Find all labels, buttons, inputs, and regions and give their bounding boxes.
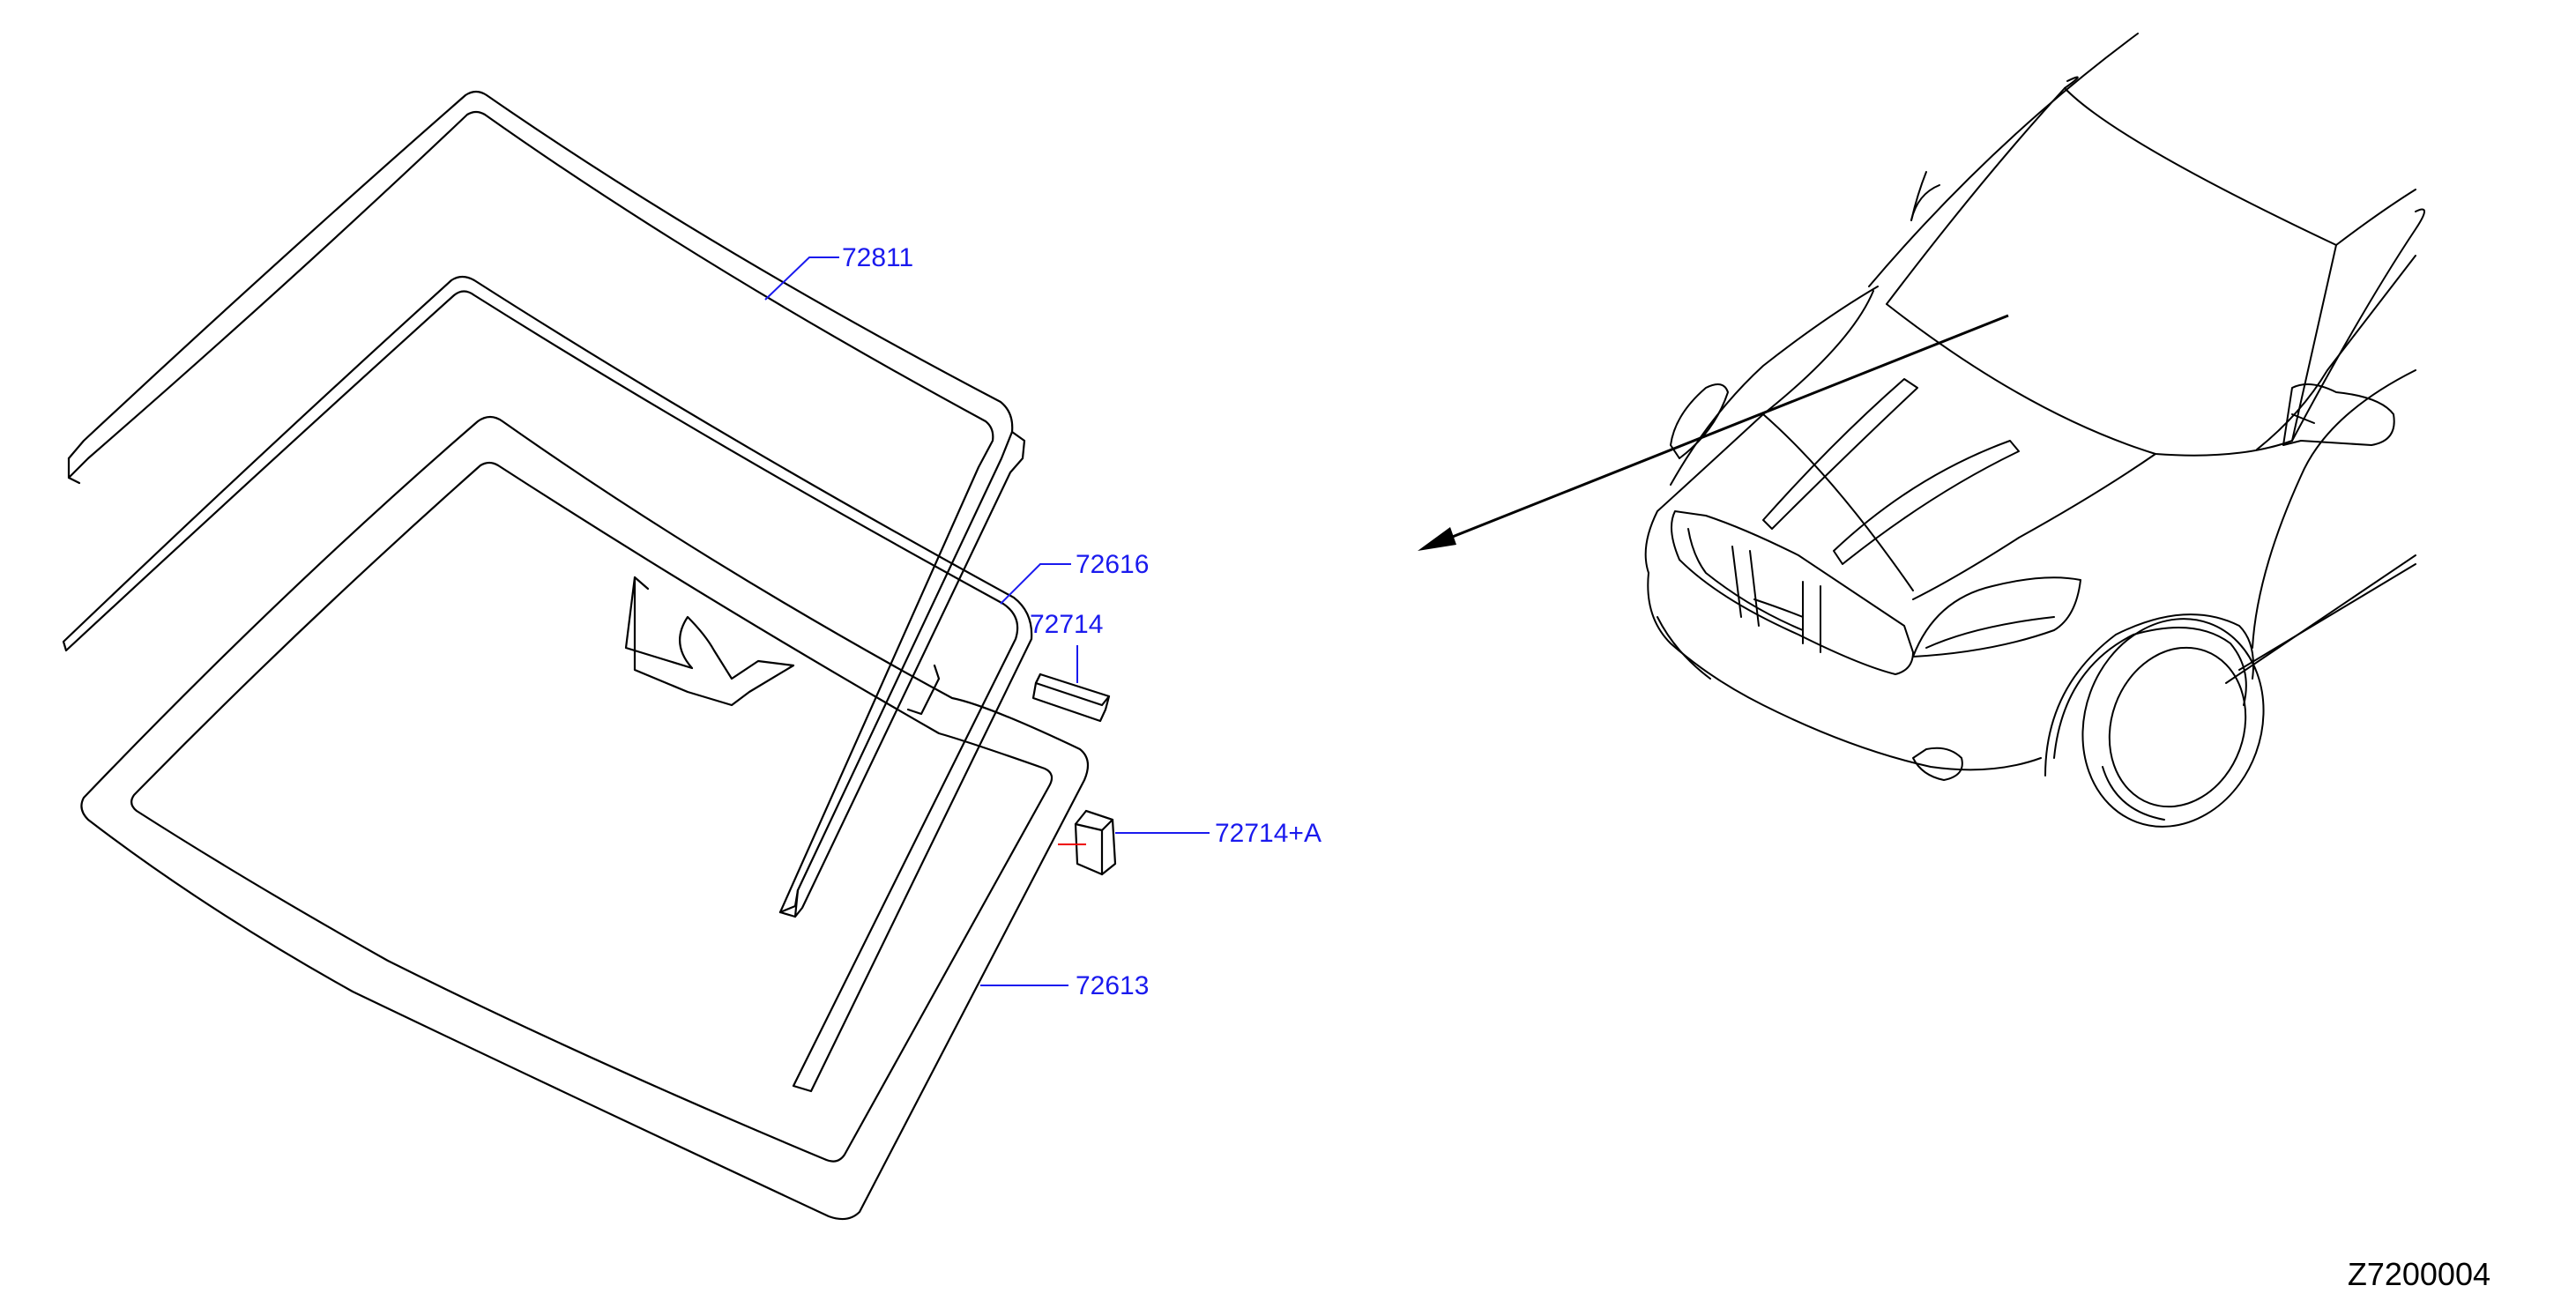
callout-72714A: 72714+A	[1215, 819, 1322, 848]
windshield-glass-72613	[80, 415, 1090, 1221]
location-arrow	[1418, 314, 2009, 551]
spacer-72714	[1031, 673, 1111, 723]
vehicle-sketch	[1644, 33, 2425, 828]
drawing-code: Z7200004	[2348, 1256, 2490, 1292]
side-molding-72616	[62, 275, 1033, 1093]
callout-72714: 72714	[1030, 610, 1103, 639]
callout-leaders	[764, 256, 1210, 986]
callout-72613: 72613	[1076, 971, 1149, 1000]
outer-molding-72811	[67, 90, 1026, 918]
callout-72811: 72811	[842, 243, 913, 272]
callout-72616: 72616	[1076, 550, 1149, 579]
spacer-kit-72714A	[1058, 809, 1117, 876]
